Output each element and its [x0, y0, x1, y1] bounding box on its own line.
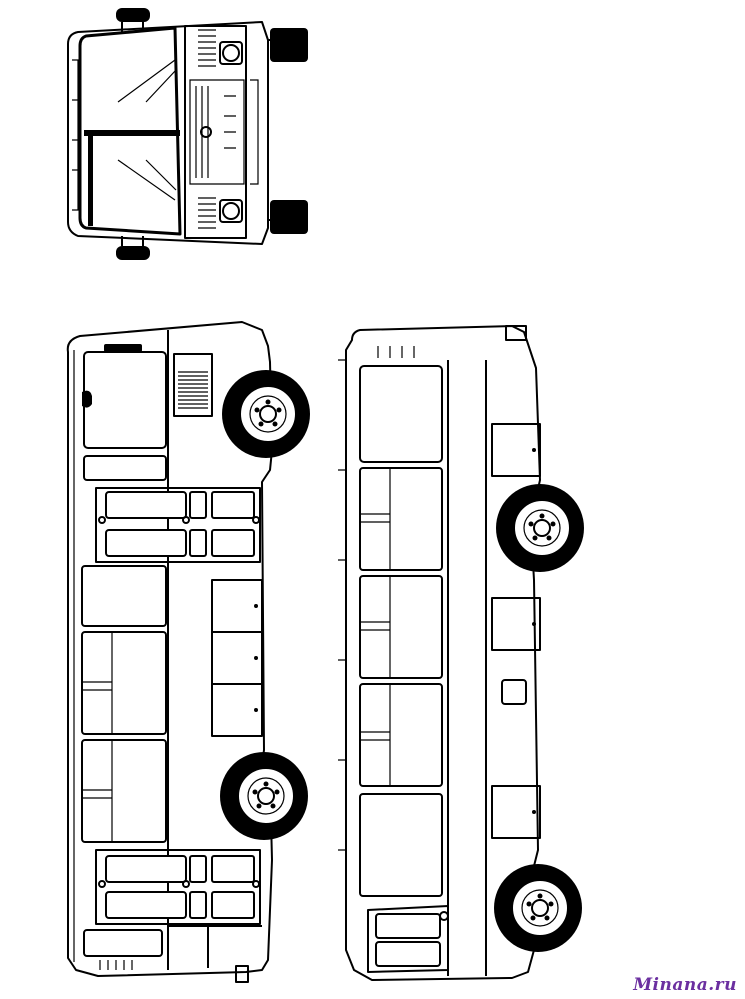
right-wheel-front	[496, 484, 584, 572]
front-wheel-top	[270, 28, 308, 62]
watermark-logo: Minana.ru	[633, 975, 737, 995]
side-view-left	[66, 321, 310, 983]
mirror-top	[116, 8, 150, 22]
side-view-right	[338, 325, 584, 981]
headlight-bottom	[222, 202, 240, 220]
left-wheel-rear	[220, 752, 308, 840]
left-body	[66, 321, 273, 977]
front-wheel-bottom	[270, 200, 308, 234]
front-view	[67, 8, 308, 260]
windshield	[78, 26, 182, 236]
mirror-bottom	[116, 246, 150, 260]
windshield-divider	[84, 130, 180, 136]
right-wheel-rear	[494, 864, 582, 952]
left-wheel-front	[222, 370, 310, 458]
front-body	[67, 21, 269, 245]
